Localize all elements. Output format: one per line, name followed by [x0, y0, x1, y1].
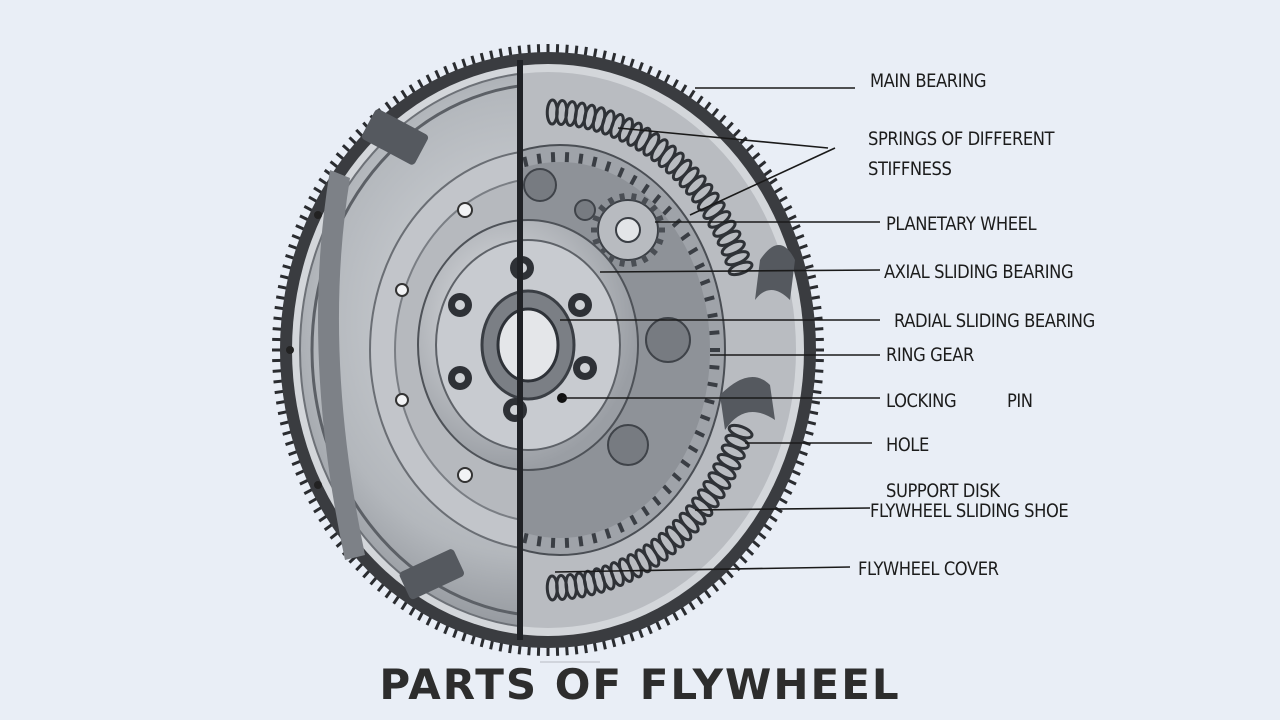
leader-springs-a: [617, 127, 829, 149]
gear-tooth: [671, 218, 682, 228]
gear-tooth: [649, 247, 658, 256]
gear-tooth: [640, 196, 649, 206]
label-planetary-wheel: PLANETARY WHEEL: [886, 213, 1037, 235]
gear-tooth: [619, 193, 626, 201]
gear-tooth: [707, 312, 718, 319]
gear-tooth: [522, 532, 529, 544]
gear-tooth: [709, 330, 720, 336]
label-radial-sliding-bearing: RADIAL SLIDING BEARING: [894, 310, 1095, 332]
label-axial-sliding-bearing: AXIAL SLIDING BEARING: [884, 261, 1074, 283]
gear-tooth: [651, 495, 662, 507]
leader-springs-b: [689, 147, 836, 216]
gear-tooth: [680, 458, 691, 468]
gear-tooth: [629, 514, 638, 526]
gear-tooth: [617, 167, 625, 178]
gear-tooth: [578, 153, 584, 164]
gear-tooth: [591, 532, 598, 544]
gear-tooth: [680, 232, 691, 242]
label-springs-line1: SPRINGS OF DIFFERENT: [868, 128, 1055, 150]
leader-flywheel-cover: [554, 566, 851, 573]
label-ring-gear: RING GEAR: [886, 344, 974, 366]
gear-tooth: [522, 156, 529, 168]
gear-tooth: [536, 153, 542, 164]
gear-tooth: [704, 295, 715, 302]
planetary-wheel-hub: [615, 217, 641, 243]
leader-axial-sliding-bearing: [599, 269, 881, 273]
gear-tooth: [578, 536, 584, 547]
gear-tooth: [640, 505, 650, 517]
gear-tooth: [671, 472, 682, 482]
gear-tooth: [630, 259, 637, 267]
gear-tooth: [617, 522, 625, 533]
gear-tooth: [699, 414, 711, 422]
label-locking: LOCKING: [886, 390, 957, 412]
gear-tooth: [655, 214, 664, 223]
label-support-disk: SUPPORT DISK: [886, 480, 1000, 502]
label-springs-line2: STIFFNESS: [868, 158, 952, 180]
gear-tooth: [619, 259, 626, 267]
gear-tooth: [640, 183, 650, 195]
gear-tooth: [591, 156, 598, 168]
spring-coil: [727, 260, 754, 277]
arc-spring-top: [545, 98, 754, 277]
gear-tooth: [607, 196, 616, 206]
gear-tooth: [649, 204, 658, 213]
gear-tooth: [704, 398, 715, 405]
gear-tooth: [651, 193, 662, 205]
leader-sliding-shoe: [694, 507, 871, 511]
gear-tooth: [604, 528, 612, 539]
gear-tooth: [699, 278, 711, 286]
inner-ring-gear-teeth: [522, 152, 720, 548]
gear-tooth: [687, 246, 699, 256]
gear-tooth: [592, 237, 601, 246]
gear-tooth: [630, 193, 637, 201]
gear-tooth: [662, 484, 673, 495]
gear-tooth: [707, 381, 718, 388]
gear-tooth: [662, 205, 673, 216]
label-hole: HOLE: [886, 434, 929, 456]
gear-tooth: [629, 174, 638, 186]
spring-coil: [545, 574, 559, 602]
label-flywheel-cover: FLYWHEEL COVER: [858, 558, 999, 580]
gear-tooth: [694, 429, 706, 438]
gear-tooth: [604, 161, 612, 172]
gear-tooth: [598, 204, 607, 213]
planetary-wheel: [591, 193, 665, 267]
central-hub: [417, 219, 639, 471]
gear-tooth: [640, 254, 649, 264]
gear-tooth: [592, 214, 601, 223]
gear-tooth: [694, 262, 706, 271]
label-main-bearing: MAIN BEARING: [870, 70, 987, 92]
arc-spring-bottom: [545, 423, 754, 602]
diagram-title: PARTS OF FLYWHEEL: [379, 660, 901, 709]
gear-tooth: [709, 364, 720, 370]
gear-tooth: [687, 444, 699, 454]
gear-tooth: [655, 237, 664, 246]
leader-lines: [540, 87, 881, 663]
gear-tooth: [536, 536, 542, 547]
label-flywheel-sliding-shoe: FLYWHEEL SLIDING SHOE: [870, 500, 1069, 522]
label-pin: PIN: [1007, 390, 1033, 412]
